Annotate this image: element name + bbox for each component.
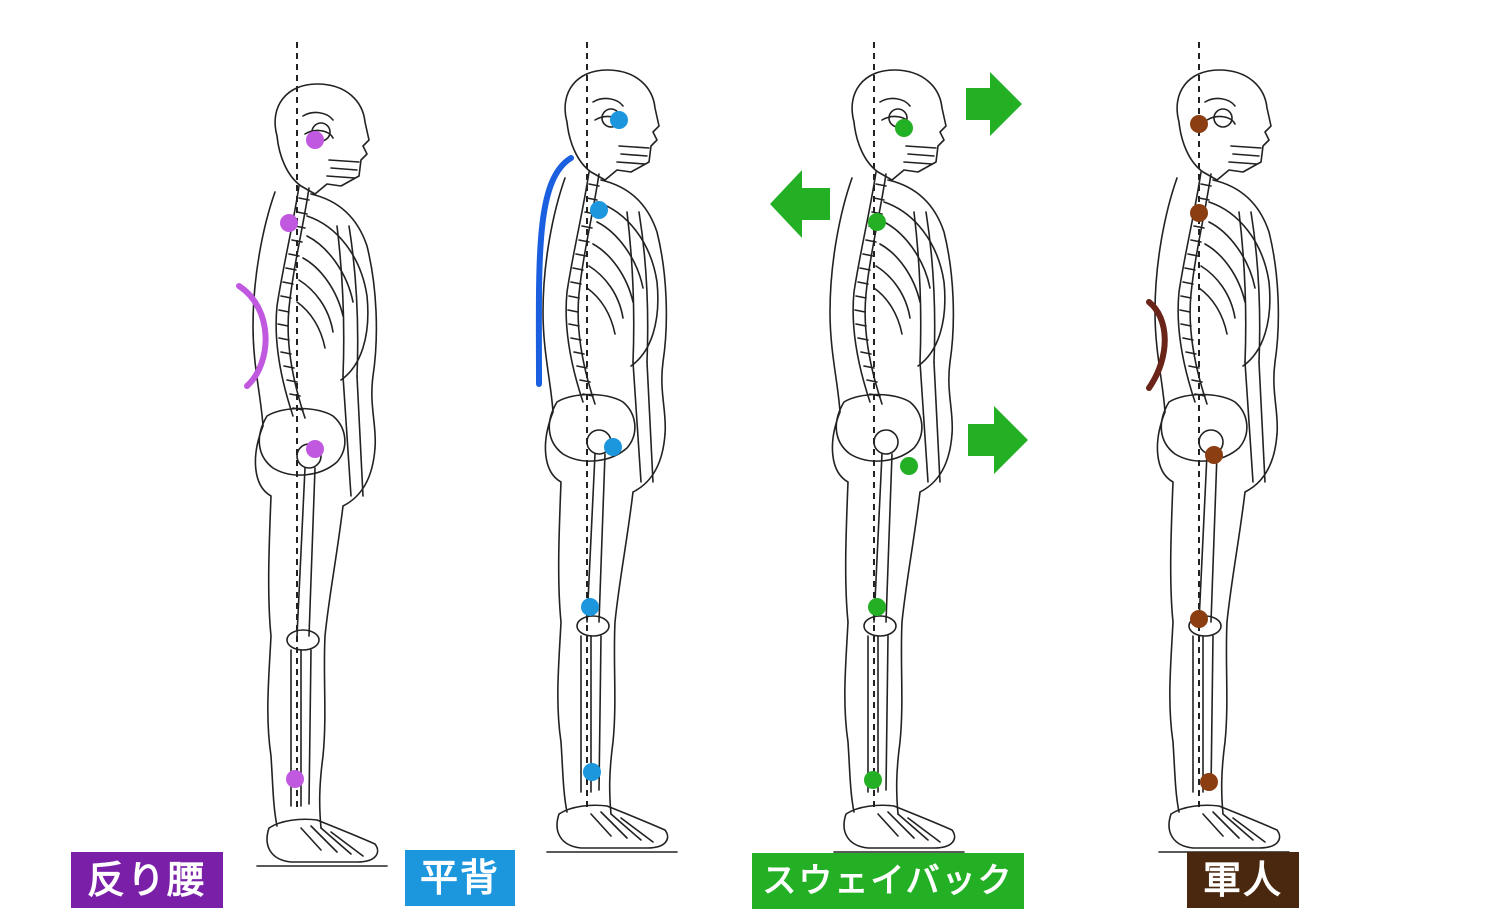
lordosis-label: 反り腰 <box>71 852 223 908</box>
hip-point-marker <box>1205 446 1223 464</box>
ankle-point-marker <box>583 763 601 781</box>
figure-sway-back <box>829 42 965 853</box>
hip-point-marker <box>604 438 622 456</box>
head-forward-arrow-icon <box>966 72 1022 136</box>
shoulder-point-marker <box>1190 204 1208 222</box>
ankle-point-marker <box>1200 773 1218 791</box>
ankle-point-marker <box>286 770 304 788</box>
hip-point-marker <box>900 457 918 475</box>
knee-point-marker <box>868 598 886 616</box>
skeleton-drawing <box>1154 69 1290 853</box>
figure-flat-back <box>535 42 678 853</box>
flat-spine-curve-marker <box>535 155 574 387</box>
figure-military <box>1146 42 1290 853</box>
ear-point-marker <box>895 119 913 137</box>
hip-point-marker <box>306 440 324 458</box>
trunk-backward-arrow-icon <box>770 170 830 238</box>
figure-lordosis <box>236 42 388 867</box>
ear-point-marker <box>610 111 628 129</box>
skeleton-drawing <box>252 83 388 867</box>
knee-point-marker <box>1190 610 1208 628</box>
knee-point-marker <box>581 598 599 616</box>
skeleton-drawing <box>542 69 678 853</box>
pelvis-forward-arrow-icon <box>968 406 1028 474</box>
ear-point-marker <box>306 131 324 149</box>
shoulder-point-marker <box>868 213 886 231</box>
lumbar-curve-marker <box>1146 299 1168 391</box>
ear-point-marker <box>1190 115 1208 133</box>
sway-back-label: スウェイバック <box>752 853 1024 909</box>
military-label: 軍人 <box>1187 852 1299 908</box>
ankle-point-marker <box>864 771 882 789</box>
skeleton-drawing <box>829 69 965 853</box>
shoulder-point-marker <box>280 214 298 232</box>
lumbar-curve-marker <box>236 283 269 389</box>
shoulder-point-marker <box>590 201 608 219</box>
flat-back-label: 平背 <box>405 850 515 906</box>
